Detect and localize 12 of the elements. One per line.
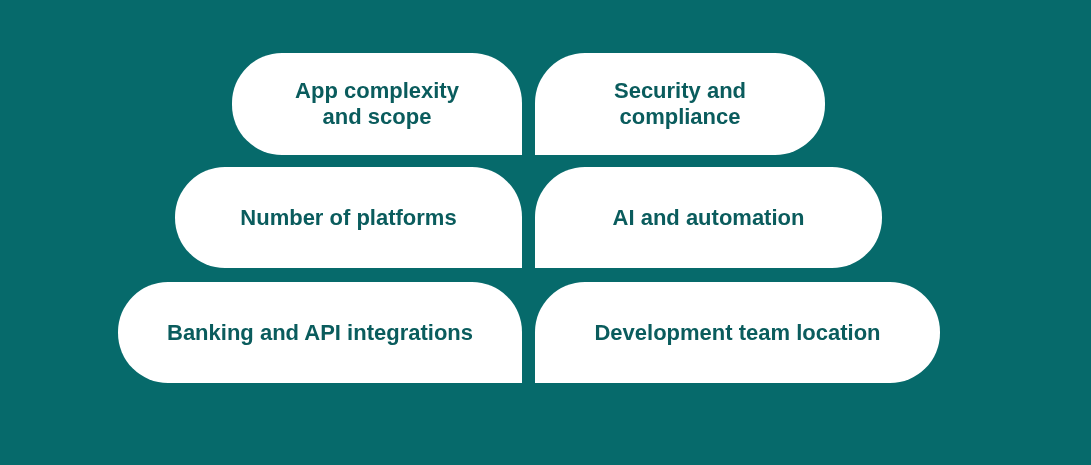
rounded-box (118, 282, 522, 383)
factor-label: App complexity and scope (294, 78, 460, 130)
factor-label: AI and automation (612, 204, 805, 231)
rounded-box (535, 167, 882, 268)
rounded-box (232, 53, 522, 155)
factor-label: Development team location (594, 319, 881, 346)
factor-label: Security and compliance (612, 78, 747, 130)
rounded-box (535, 282, 940, 383)
rounded-box (535, 53, 825, 155)
rounded-box (175, 167, 522, 268)
factor-label: Banking and API integrations (167, 319, 473, 346)
factor-label: Number of platforms (240, 204, 457, 231)
